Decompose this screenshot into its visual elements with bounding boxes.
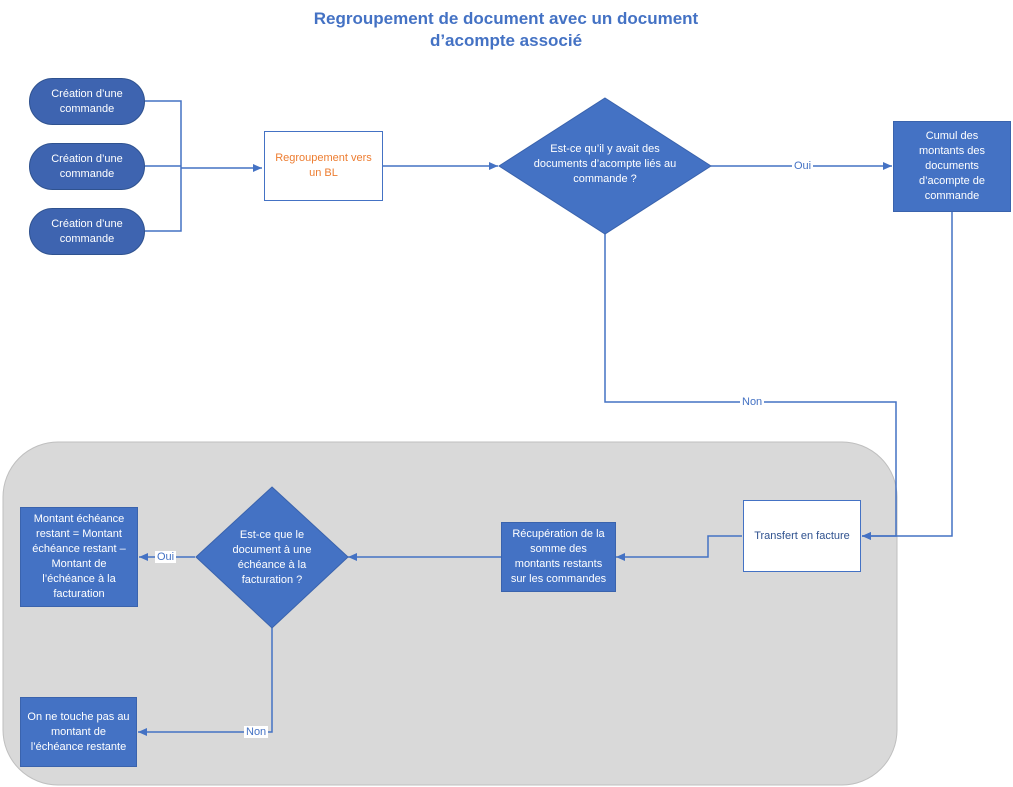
diagram-title-line2: d’acompte associé	[429, 31, 583, 50]
creation-commande-3: Création d’une commande	[29, 208, 145, 255]
recuperation-somme-label: Récupération de la somme des montants re…	[510, 528, 607, 585]
invoice-group-area	[2, 441, 898, 786]
connector-transfert-to-recuperation	[616, 535, 742, 561]
diagram-title-line1: Regroupement de document avec un documen…	[313, 9, 699, 28]
transfert-facture-label: Transfert en facture	[754, 529, 850, 542]
decision-echeance-diamond	[195, 486, 349, 629]
edge-label-oui-top: Oui	[792, 160, 814, 172]
creation-commande-2: Création d’une commande	[29, 143, 145, 190]
on-ne-touche-box: On ne touche pas au montant de l’échéanc…	[20, 697, 137, 767]
montant-echeance-box: Montant échéance restant = Montant échéa…	[20, 507, 138, 607]
connector-non-to-on-ne-touche	[138, 628, 273, 736]
edge-label-non-bottom: Non	[244, 726, 269, 738]
montant-echeance-label: Montant échéance restant = Montant échéa…	[32, 513, 126, 600]
transfert-facture-box: Transfert en facture	[743, 500, 861, 572]
creation-commande-2-label: Création d’une commande	[51, 152, 123, 180]
recuperation-somme-box: Récupération de la somme des montants re…	[501, 522, 616, 592]
cumul-montants-label: Cumul des montants des documents d’acomp…	[918, 130, 986, 202]
edge-label-oui-bottom: Oui	[155, 551, 177, 563]
connector-creation1	[145, 100, 182, 168]
connector-cumul-to-transfert	[862, 212, 953, 540]
connector-creation3	[145, 168, 182, 232]
edge-label-non-top: Non	[740, 396, 765, 408]
diagram-title: Regroupement de document avec un documen…	[256, 8, 756, 52]
creation-commande-3-label: Création d’une commande	[51, 217, 123, 245]
decision-echeance-label: Est-ce que le document à une échéance à …	[232, 529, 312, 586]
creation-commande-1-label: Création d’une commande	[51, 87, 123, 115]
creation-commande-1: Création d’une commande	[29, 78, 145, 125]
on-ne-touche-label: On ne touche pas au montant de l’échéanc…	[27, 710, 130, 753]
decision-acompte-diamond	[498, 97, 712, 235]
regroupement-bl-label: Regroupement vers un BL	[275, 152, 372, 179]
regroupement-bl-box: Regroupement vers un BL	[264, 131, 383, 201]
cumul-montants-box: Cumul des montants des documents d’acomp…	[893, 121, 1011, 212]
decision-acompte-label: Est-ce qu’il y avait des documents d’aco…	[533, 143, 677, 185]
